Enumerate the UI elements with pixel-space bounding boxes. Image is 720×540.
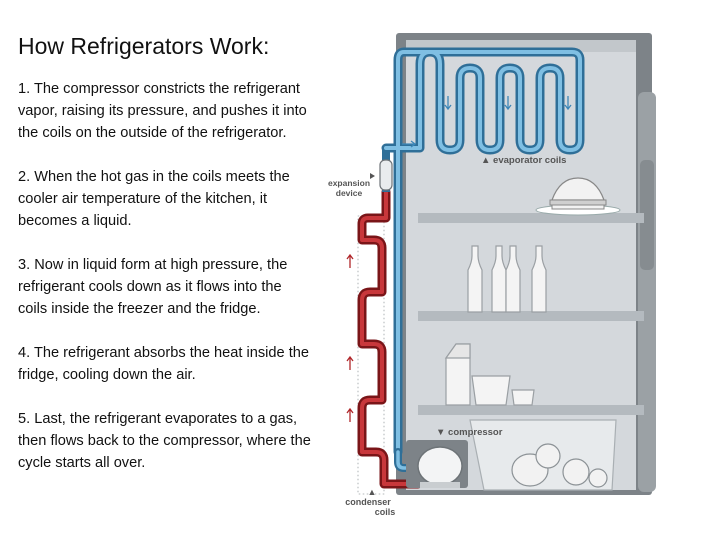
- steps-text: 1. The compressor constricts the refrige…: [18, 78, 313, 496]
- door-handle: [640, 160, 654, 270]
- expansion-device-label-line1: expansion: [328, 178, 370, 188]
- evaporator-coils-label: ▲ evaporator coils: [481, 155, 566, 166]
- flow-arrows: [346, 96, 572, 422]
- cups: [471, 375, 535, 406]
- expansion-device-label-line2: device: [336, 188, 363, 198]
- condenser-coils: [357, 187, 423, 495]
- burger-plate: [535, 177, 621, 216]
- step-1: 1. The compressor constricts the refrige…: [18, 81, 307, 141]
- expansion-pointer-icon: [370, 173, 375, 179]
- shelves: [418, 213, 644, 415]
- shelf: [418, 213, 644, 223]
- condenser-coils-label-line1: condenser: [345, 497, 391, 507]
- evaporator-coils: [381, 47, 585, 472]
- shelf: [418, 405, 644, 415]
- compressor: [406, 440, 468, 488]
- refrigerator-diagram: expansion device ▲ evaporator coils ▼ co…: [328, 33, 656, 517]
- step-3: 3. Now in liquid form at high pressure, …: [18, 257, 288, 317]
- produce-drawer: [469, 419, 617, 491]
- shelf: [418, 311, 644, 321]
- condenser-coils-label-line2: coils: [375, 507, 396, 517]
- step-5: 5. Last, the refrigerant evaporates to a…: [18, 411, 311, 471]
- apple: [562, 458, 590, 486]
- expansion-device: [379, 150, 393, 192]
- compressor-label: ▼ compressor: [436, 427, 503, 438]
- step-4: 4. The refrigerant absorbs the heat insi…: [18, 345, 309, 383]
- condenser-coils-arrow: ▲: [368, 487, 377, 497]
- bottles: [467, 245, 547, 313]
- milk-carton: [444, 343, 471, 406]
- step-2: 2. When the hot gas in the coils meets t…: [18, 169, 290, 229]
- slide-title: How Refrigerators Work:: [18, 33, 270, 59]
